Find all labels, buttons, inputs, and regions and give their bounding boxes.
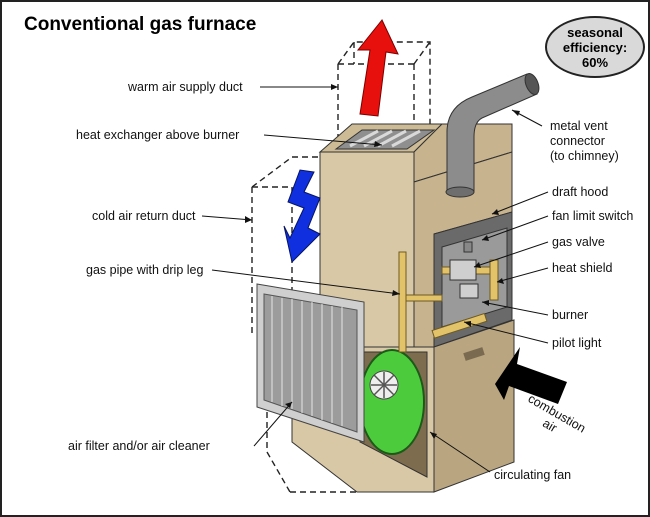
leader-lines (201, 86, 549, 473)
label-metal-vent-line1: metal vent (550, 119, 608, 133)
label-heat-exchanger: heat exchanger above burner (76, 128, 240, 142)
label-fan-limit-switch: fan limit switch (552, 209, 634, 223)
warm-air-arrow (356, 19, 399, 117)
label-air-filter: air filter and/or air cleaner (68, 439, 210, 453)
label-pilot-light: pilot light (552, 336, 602, 350)
label-heat-shield: heat shield (552, 261, 613, 275)
diagram-title: Conventional gas furnace (24, 14, 257, 35)
combustion-air-arrow (495, 347, 567, 404)
metal-vent-connector (445, 73, 540, 198)
label-warm-air-supply-duct: warm air supply duct (128, 80, 243, 94)
gas-valve (449, 241, 479, 299)
label-burner: burner (552, 308, 589, 322)
label-circulating-fan: circulating fan (494, 468, 572, 482)
efficiency-badge-text: seasonal efficiency: 60% (562, 24, 628, 70)
efficiency-badge: seasonal efficiency: 60% (545, 16, 645, 78)
label-gas-pipe: gas pipe with drip leg (86, 263, 204, 277)
label-gas-valve: gas valve (552, 235, 605, 249)
label-draft-hood: draft hood (552, 185, 609, 199)
cold-air-return-arrow (283, 169, 321, 263)
label-cold-air-return-duct: cold air return duct (92, 209, 196, 223)
label-metal-vent-line2: connector (550, 134, 605, 148)
leader-arrowheads (245, 84, 520, 439)
furnace-cabinet (291, 123, 515, 493)
air-filter (256, 283, 365, 443)
label-metal-vent-line3: (to chimney) (550, 149, 619, 163)
